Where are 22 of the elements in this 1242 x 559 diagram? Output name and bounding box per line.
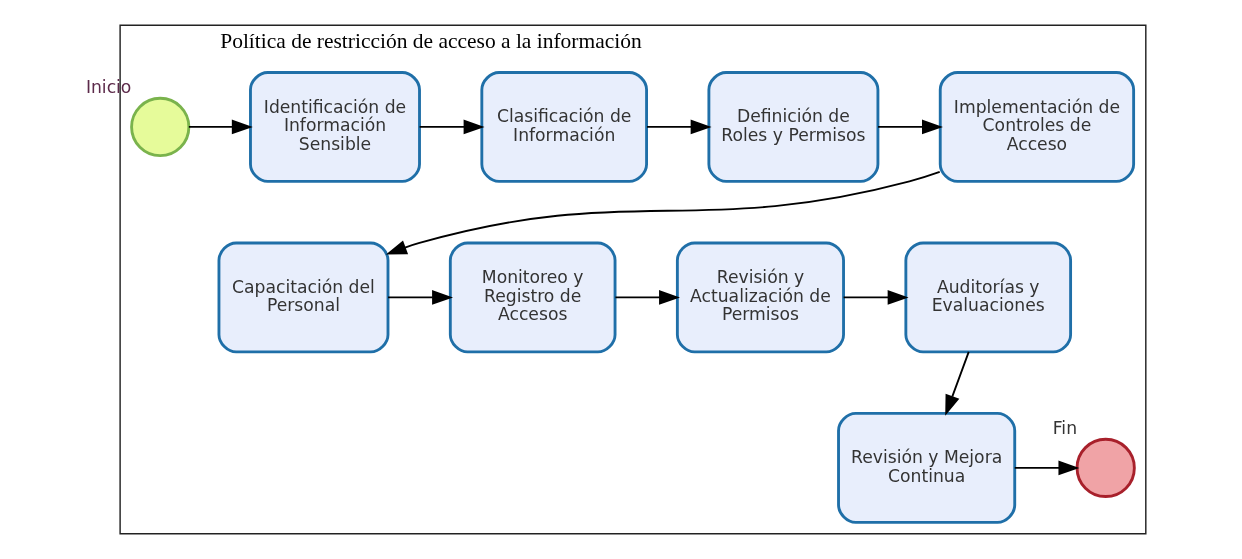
arrow: [645, 119, 712, 135]
node-box: Definición de Roles y Permisos: [706, 71, 879, 183]
arrow: [842, 290, 909, 305]
node-box: Monitoreo y Registro de Accesos: [448, 241, 616, 354]
node-box: Revisión y Actualización de Permisos: [675, 241, 845, 354]
node-box: Revisión y Mejora Continua: [836, 412, 1016, 524]
arrow: [944, 350, 970, 416]
node-box: Implementación de Controles de Acceso: [938, 71, 1135, 183]
arrow: [385, 170, 941, 255]
node-label: Fin: [1052, 418, 1077, 439]
node-box: Capacitación del Personal: [217, 241, 389, 354]
node-box: Auditorías y Evaluaciones: [903, 241, 1072, 354]
arrow: [386, 290, 453, 305]
node-circle: [1075, 437, 1136, 498]
arrow: [614, 290, 680, 305]
arrow: [187, 119, 253, 135]
arrow: [876, 119, 943, 135]
node-box: Clasificación de Información: [479, 71, 648, 183]
node-circle: [129, 96, 190, 158]
arrow: [418, 119, 485, 135]
node-box: Identificación de Información Sensible: [248, 71, 421, 183]
arrow: [1013, 460, 1079, 476]
